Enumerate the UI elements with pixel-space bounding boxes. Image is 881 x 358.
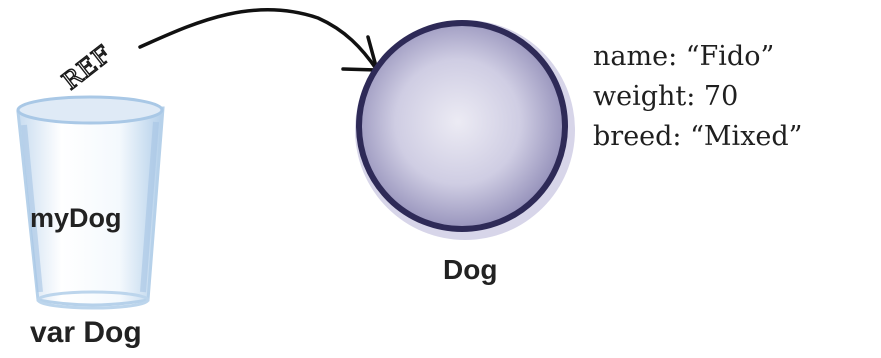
object-ball — [359, 23, 565, 229]
object-class-label: Dog — [443, 256, 497, 284]
reference-arrow — [140, 10, 377, 70]
dog-object — [355, 20, 575, 240]
variable-name-label: myDog — [30, 205, 122, 232]
variable-type-label: var Dog — [30, 318, 142, 348]
property-name: name: “Fido” — [593, 37, 803, 77]
object-properties: name: “Fido” weight: 70 breed: “Mixed” — [593, 37, 803, 157]
arrow-line — [140, 10, 377, 70]
property-weight: weight: 70 — [593, 77, 803, 117]
cup-rim — [18, 97, 162, 123]
property-breed: breed: “Mixed” — [593, 117, 803, 157]
